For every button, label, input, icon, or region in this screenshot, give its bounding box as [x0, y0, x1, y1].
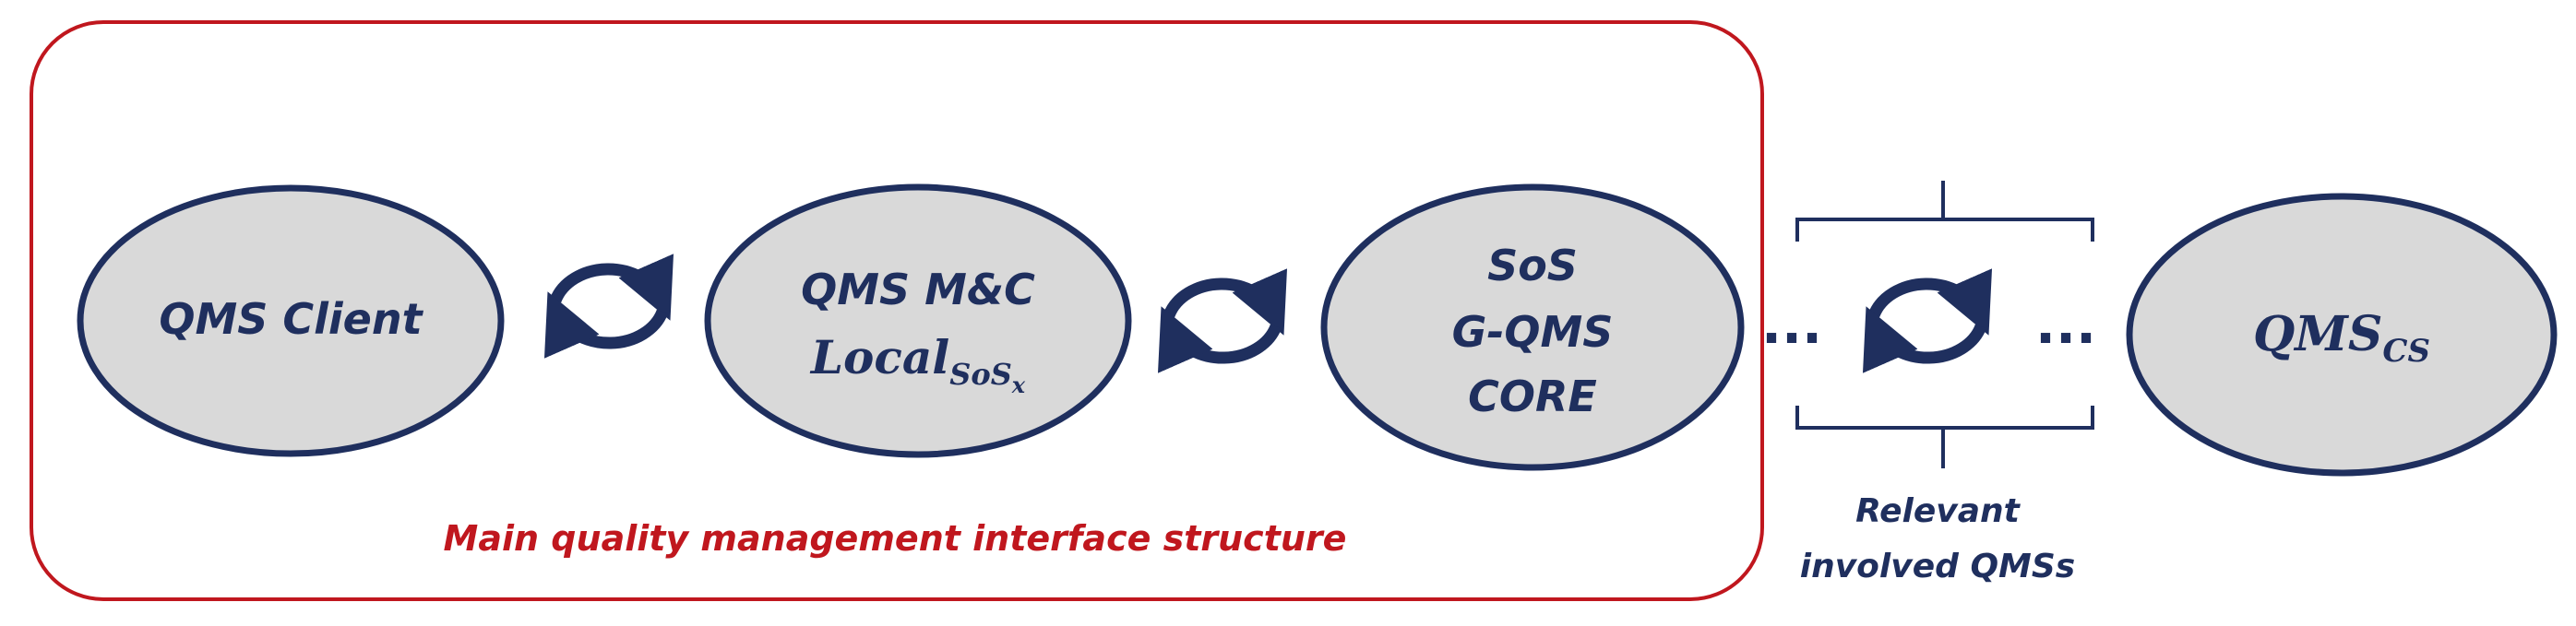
sync-cycle-icon	[544, 254, 674, 359]
bracket-top	[1795, 181, 2094, 242]
node-qms-cs-math-base: QMS	[2253, 306, 2382, 362]
node-gqms-core-line3: CORE	[1468, 372, 1597, 421]
node-qms-mc: QMS M&C LocalSoSx	[704, 183, 1132, 458]
node-qms-client: QMS Client	[77, 184, 505, 457]
node-qms-cs: QMSCS	[2126, 193, 2558, 477]
node-gqms-core: SoS G-QMS CORE	[1320, 183, 1745, 471]
node-qms-mc-math-subsub: x	[1011, 372, 1026, 398]
node-qms-client-shape	[77, 184, 505, 457]
node-qms-mc-math: LocalSoSx	[809, 330, 1026, 398]
relevant-label-line1: Relevant	[1855, 492, 2021, 530]
ellipsis-right: ...	[2035, 293, 2096, 356]
frame-label: Main quality management interface struct…	[444, 518, 1347, 559]
node-qms-cs-shape	[2126, 193, 2558, 477]
node-qms-client-label: QMS Client	[159, 294, 423, 344]
sync-cycle-icon	[1158, 268, 1287, 373]
node-gqms-core-line2: G-QMS	[1452, 307, 1614, 357]
relevant-label-line2: involved QMSs	[1800, 548, 2075, 585]
bracket-bottom	[1795, 406, 2094, 468]
node-gqms-core-line1: SoS	[1487, 241, 1578, 290]
sync-cycle-icon	[1863, 268, 1992, 373]
node-qms-cs-math-sub: CS	[2382, 333, 2430, 370]
main-structure-frame	[30, 20, 1764, 601]
node-qms-mc-math-base: Local	[809, 330, 949, 384]
node-qms-mc-title: QMS M&C	[801, 265, 1035, 314]
node-gqms-core-shape	[1320, 183, 1745, 471]
node-qms-mc-shape	[704, 183, 1132, 458]
node-qms-mc-math-sub: SoS	[949, 357, 1012, 392]
node-qms-cs-math: QMSCS	[2253, 306, 2430, 370]
ellipsis-left: ...	[1761, 293, 1822, 356]
